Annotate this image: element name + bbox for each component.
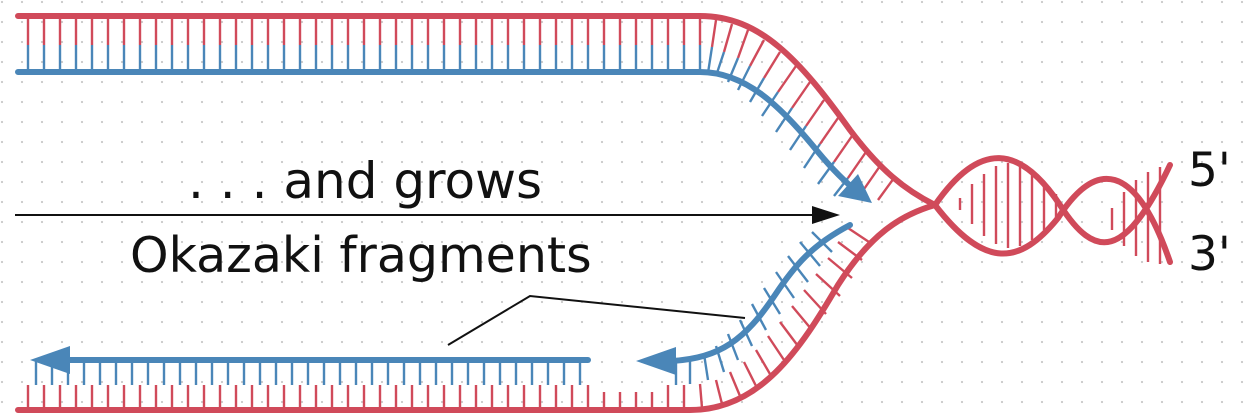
okazaki-fragment-2-arrowhead [636,347,676,375]
helix-strand-5prime [932,155,1173,246]
okazaki-fragments-label: Okazaki fragments [130,227,592,284]
growth-direction-arrowhead [812,206,840,224]
upper-template-strand [15,13,938,208]
grows-label: . . . and grows [188,152,542,210]
leading-strand-arrowhead [838,174,872,203]
lower-base-pair-rungs [26,227,873,410]
helix-strand-3prime [932,176,1173,265]
okazaki-pointer-lines [447,294,746,346]
three-prime-label: 3' [1188,227,1231,282]
leading-strand [15,69,861,195]
upper-base-pair-rungs [26,18,895,201]
okazaki-fragment-2 [669,222,853,364]
okazaki-fragment-1-arrowhead [30,346,70,374]
five-prime-label: 5' [1188,143,1231,198]
lower-template-strand [15,202,938,413]
